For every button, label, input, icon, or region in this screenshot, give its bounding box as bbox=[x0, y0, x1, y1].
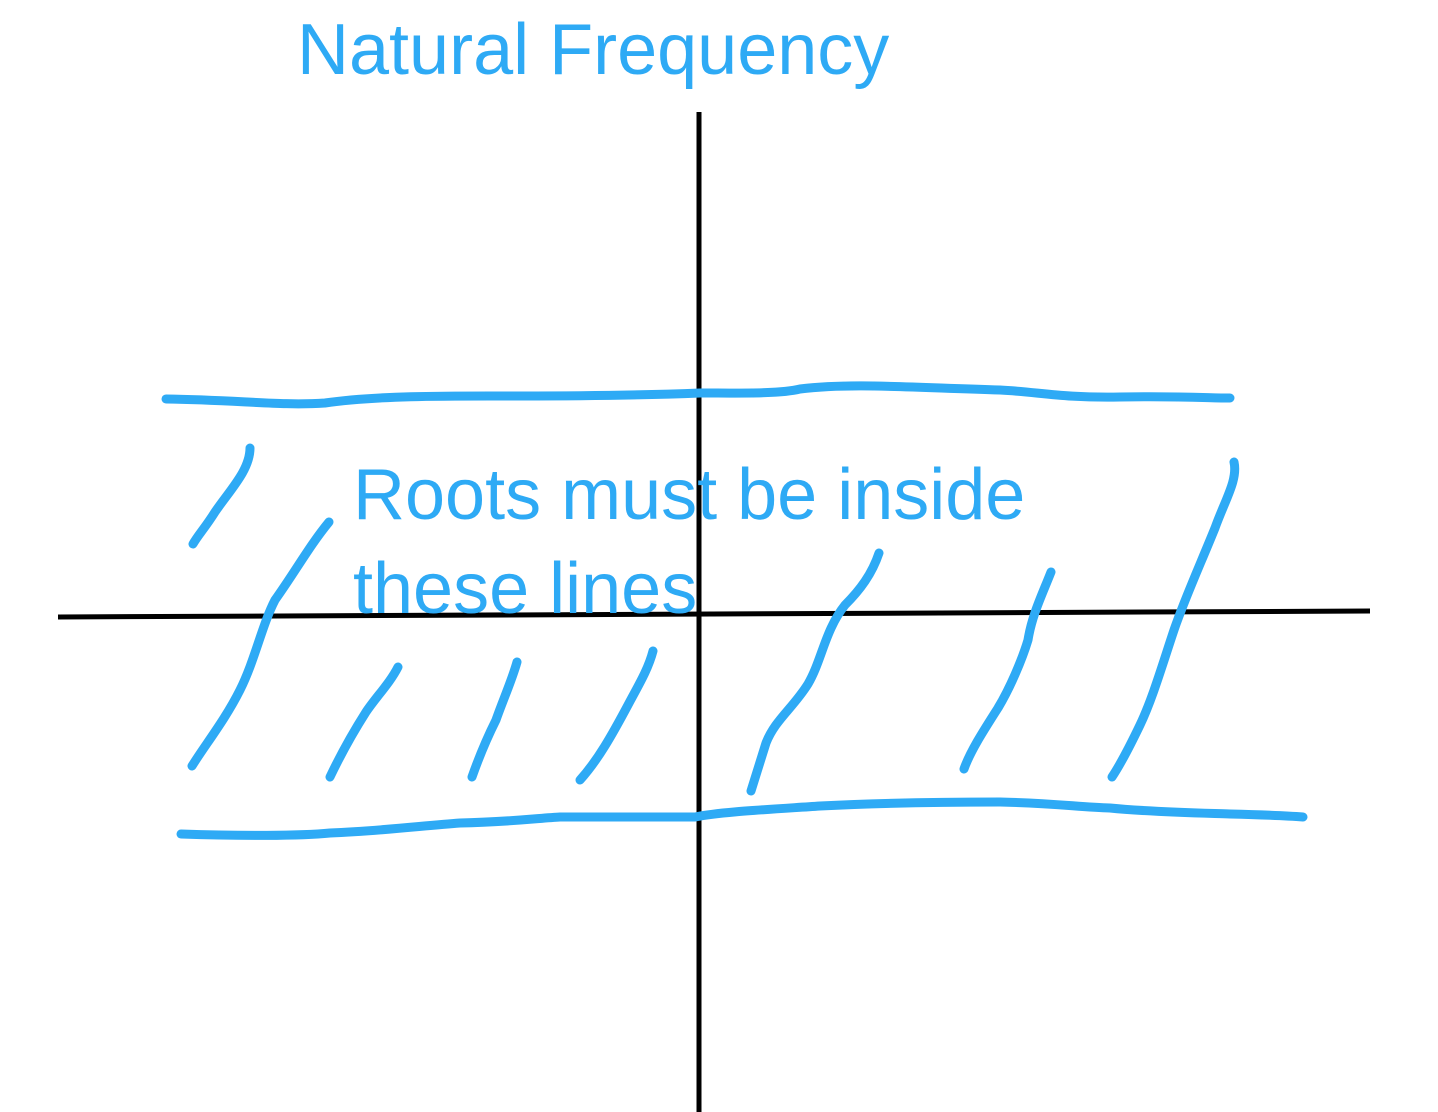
annotation-text: Roots must be inside these lines bbox=[353, 448, 1025, 636]
diagram-title: Natural Frequency bbox=[297, 10, 890, 90]
real-axis bbox=[57, 608, 1371, 620]
hand-drawn-strokes bbox=[161, 381, 1308, 840]
hatch-stroke bbox=[325, 662, 403, 782]
hatch-stroke bbox=[1107, 457, 1240, 782]
lower-boundary-line bbox=[176, 797, 1308, 840]
hatch-stroke bbox=[188, 443, 255, 549]
hatch-stroke bbox=[467, 657, 522, 782]
hatch-stroke bbox=[959, 567, 1056, 774]
hatch-stroke bbox=[575, 646, 658, 785]
axes bbox=[57, 112, 1371, 1112]
annotation-line-2: these lines bbox=[353, 549, 698, 629]
upper-boundary-line bbox=[161, 381, 1235, 409]
annotation-line-1: Roots must be inside bbox=[353, 455, 1026, 535]
hatch-stroke bbox=[187, 517, 334, 771]
hatch-stroke bbox=[746, 548, 884, 796]
